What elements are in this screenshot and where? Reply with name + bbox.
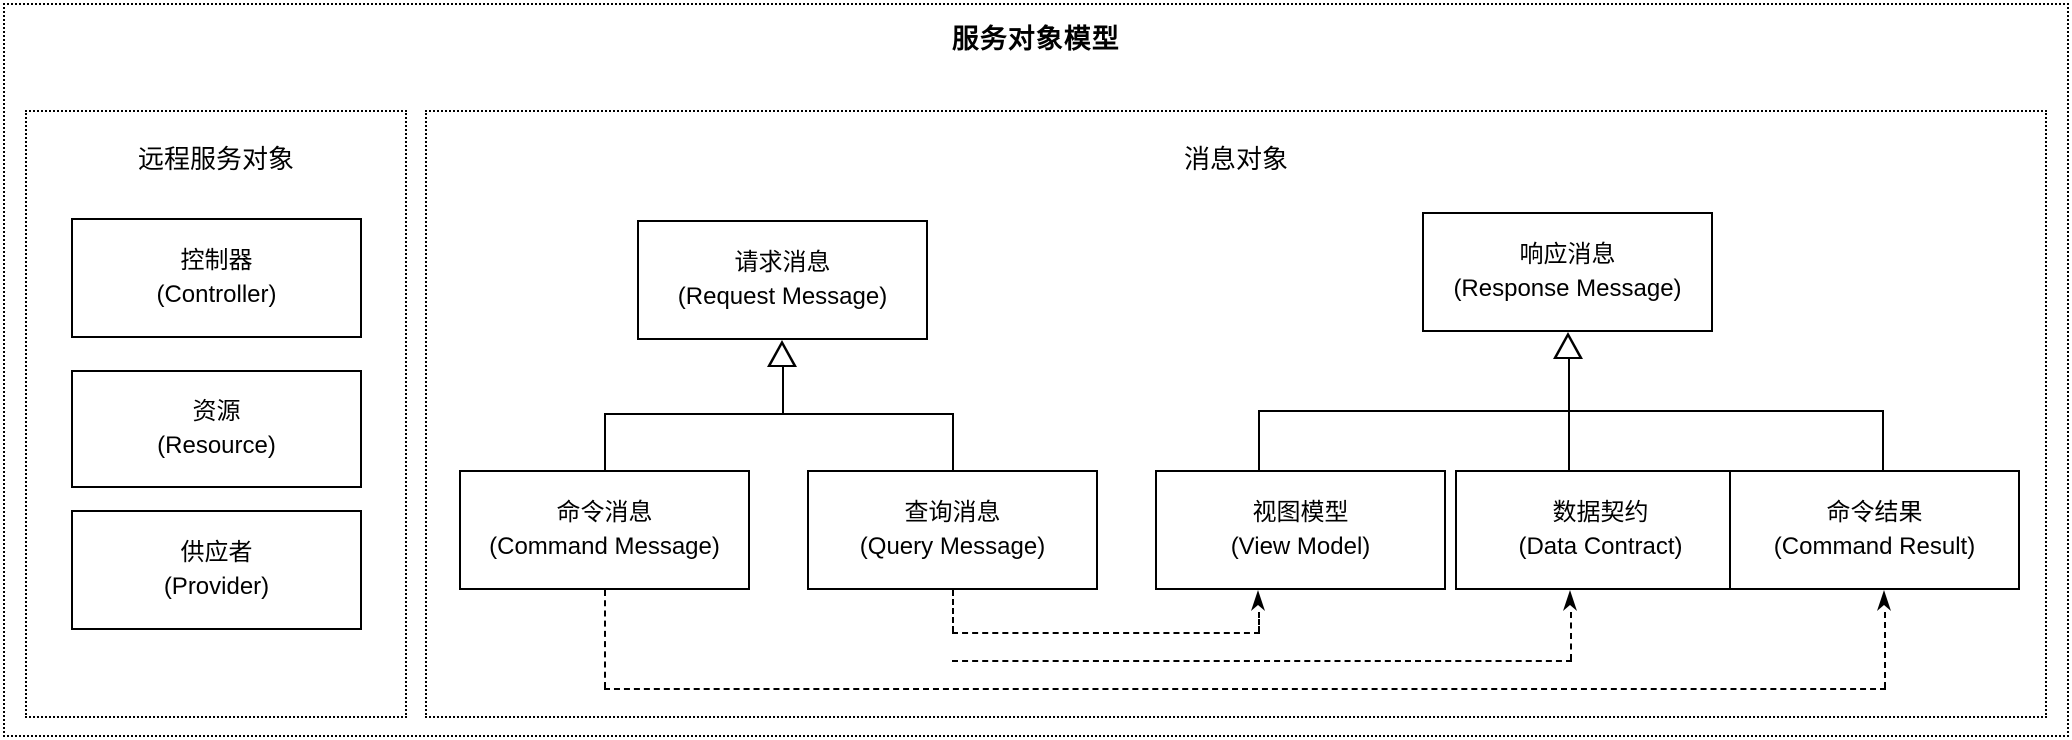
dependency-arrowhead-command-result	[1874, 590, 1894, 612]
dependency-command-to-result-run	[604, 688, 1886, 690]
dependency-command-to-result-riser	[1884, 612, 1886, 688]
group-frame-remote-service-objects	[25, 110, 407, 718]
node-request-message[interactable]: 请求消息 (Request Message)	[637, 220, 928, 340]
node-response-message[interactable]: 响应消息 (Response Message)	[1422, 212, 1713, 332]
node-resource[interactable]: 资源 (Resource)	[71, 370, 362, 488]
node-provider-label-cn: 供应者	[180, 538, 253, 566]
dependency-query-to-data-contract-riser	[1570, 612, 1572, 660]
node-data-contract-label-en: (Data Contract)	[1518, 533, 1683, 560]
node-command-message-label-en: (Command Message)	[489, 533, 720, 560]
node-provider[interactable]: 供应者 (Provider)	[71, 510, 362, 630]
group-title-remote-service-objects: 远程服务对象	[137, 144, 294, 174]
node-controller[interactable]: 控制器 (Controller)	[71, 218, 362, 338]
group-frame-message-objects	[425, 110, 2047, 718]
node-view-model-label-en: (View Model)	[1230, 533, 1371, 560]
node-query-message-label-en: (Query Message)	[859, 533, 1046, 560]
group-title-message-objects: 消息对象	[1183, 144, 1288, 174]
outer-frame	[3, 3, 2069, 737]
generalization-drop-command-result	[1882, 410, 1884, 470]
generalization-stem-response-message	[1568, 359, 1570, 410]
diagram-title: 服务对象模型	[952, 24, 1120, 54]
node-view-model[interactable]: 视图模型 (View Model)	[1155, 470, 1446, 590]
node-data-contract[interactable]: 数据契约 (Data Contract)	[1455, 470, 1746, 590]
dependency-query-to-data-contract-run	[952, 660, 1572, 662]
generalization-bar-response-message	[1258, 410, 1882, 412]
dependency-arrowhead-view-model	[1248, 590, 1268, 612]
node-provider-label-en: (Provider)	[163, 573, 270, 600]
generalization-drop-data-contract	[1568, 410, 1570, 470]
generalization-drop-command-message	[604, 413, 606, 470]
dependency-command-to-result-stem	[604, 590, 606, 688]
dependency-query-to-view-model-stem	[952, 590, 954, 632]
node-command-message[interactable]: 命令消息 (Command Message)	[459, 470, 750, 590]
node-resource-label-cn: 资源	[192, 397, 241, 425]
node-controller-label-en: (Controller)	[156, 281, 277, 308]
generalization-stem-request-message	[782, 367, 784, 413]
dependency-query-to-view-model-riser	[1258, 612, 1260, 632]
node-response-message-label-en: (Response Message)	[1453, 275, 1682, 302]
generalization-drop-query-message	[952, 413, 954, 470]
node-command-result-label-en: (Command Result)	[1773, 533, 1976, 560]
generalization-bar-request-message	[604, 413, 953, 415]
node-command-result-label-cn: 命令结果	[1826, 498, 1923, 526]
dependency-query-to-view-model-run	[952, 632, 1260, 634]
node-resource-label-en: (Resource)	[157, 432, 276, 459]
generalization-drop-view-model	[1258, 410, 1260, 470]
node-request-message-label-en: (Request Message)	[677, 283, 888, 310]
triangle-fill	[771, 345, 793, 365]
triangle-fill	[1557, 337, 1579, 357]
node-response-message-label-cn: 响应消息	[1519, 240, 1616, 268]
node-command-result[interactable]: 命令结果 (Command Result)	[1729, 470, 2020, 590]
node-data-contract-label-cn: 数据契约	[1552, 498, 1649, 526]
node-command-message-label-cn: 命令消息	[556, 498, 653, 526]
node-query-message-label-cn: 查询消息	[904, 498, 1001, 526]
node-request-message-label-cn: 请求消息	[734, 248, 831, 276]
node-query-message[interactable]: 查询消息 (Query Message)	[807, 470, 1098, 590]
node-controller-label-cn: 控制器	[180, 246, 253, 274]
node-view-model-label-cn: 视图模型	[1252, 498, 1349, 526]
dependency-arrowhead-data-contract	[1560, 590, 1580, 612]
